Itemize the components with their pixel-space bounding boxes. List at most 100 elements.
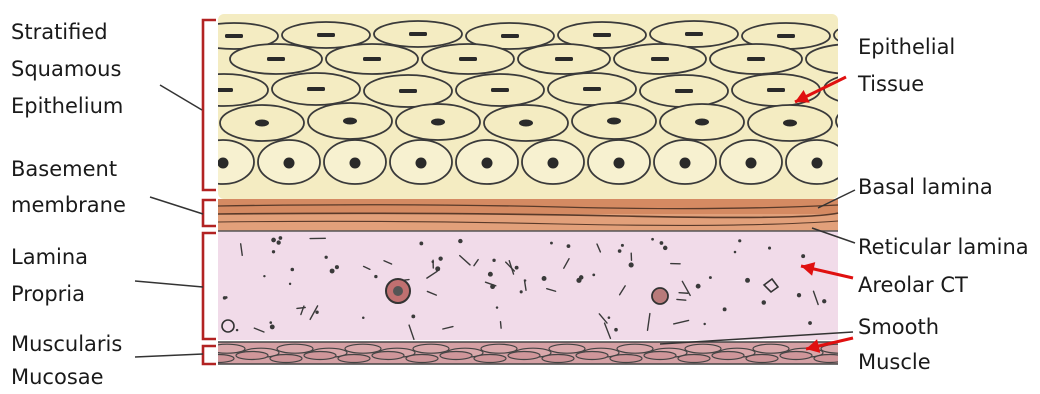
- tissue-speck: [419, 242, 423, 246]
- cell-nucleus: [871, 118, 885, 125]
- muscle-fiber: [617, 344, 653, 353]
- tissue-speck: [608, 316, 611, 319]
- cell-nucleus: [685, 32, 703, 36]
- tissue-speck: [362, 316, 365, 319]
- cell-nucleus: [482, 158, 493, 169]
- cell-nucleus: [399, 89, 417, 93]
- tissue-speck: [576, 278, 581, 283]
- label-basement-membrane: Basement membrane: [11, 157, 126, 218]
- epithelial-cell: [836, 103, 920, 139]
- tissue-speck: [263, 275, 265, 277]
- bracket: [203, 200, 216, 226]
- tissue-speck: [567, 244, 571, 248]
- cell-nucleus: [225, 34, 243, 38]
- tissue-speck: [822, 299, 826, 303]
- tissue-speck: [458, 239, 462, 243]
- cell-nucleus: [215, 88, 233, 92]
- label-line: Areolar CT: [858, 273, 968, 298]
- label-line: Mucosae: [11, 365, 122, 390]
- label-line: Tissue: [858, 72, 955, 97]
- tissue-speck: [269, 321, 272, 324]
- cell-nucleus: [491, 88, 509, 92]
- connective-cell: [652, 288, 668, 304]
- cell-nucleus: [548, 158, 559, 169]
- tissue-speck: [738, 239, 741, 242]
- leader-line: [150, 197, 203, 214]
- cell-nucleus: [812, 158, 823, 169]
- label-line: Muscle: [858, 350, 939, 375]
- muscle-fiber: [406, 354, 438, 362]
- tissue-speck: [762, 300, 766, 304]
- label-line: Lamina: [11, 245, 88, 270]
- tissue-speck: [277, 240, 281, 244]
- cell-nucleus: [555, 57, 573, 61]
- tissue-speck: [270, 324, 275, 329]
- cell-nucleus: [614, 158, 625, 169]
- tissue-speck: [289, 283, 291, 285]
- tissue-fiber: [500, 322, 501, 328]
- tissue-speck: [438, 256, 442, 260]
- cell-nucleus: [593, 33, 611, 37]
- cell-nucleus: [519, 120, 533, 127]
- cell-nucleus: [651, 57, 669, 61]
- tissue-speck: [696, 284, 701, 289]
- tissue-speck: [411, 315, 415, 319]
- cell-nucleus: [363, 57, 381, 61]
- cell-nucleus: [459, 57, 477, 61]
- tissue-speck: [374, 275, 377, 278]
- tissue-speck: [734, 251, 737, 254]
- muscle-fiber: [304, 351, 336, 359]
- label-line: Epithelial: [858, 35, 955, 60]
- tissue-speck: [272, 250, 275, 253]
- connective-cell-core: [393, 286, 403, 296]
- muscle-fiber: [576, 351, 608, 359]
- label-line: Basement: [11, 157, 126, 182]
- label-reticular-lamina: Reticular lamina: [858, 235, 1029, 260]
- label-areolar-ct: Areolar CT: [858, 273, 968, 298]
- tissue-speck: [614, 328, 618, 332]
- muscle-fiber: [270, 354, 302, 362]
- muscle-fiber: [644, 351, 676, 359]
- label-line: Basal lamina: [858, 175, 993, 200]
- muscle-fiber: [685, 344, 721, 353]
- tissue-speck: [335, 265, 339, 269]
- cell-nucleus: [746, 158, 757, 169]
- tissue-speck: [703, 323, 705, 325]
- tissue-speck: [236, 329, 238, 331]
- bracket: [203, 20, 216, 190]
- label-muscularis-mucosae: Muscularis Mucosae: [11, 332, 122, 390]
- label-epithelial-tissue: Epithelial Tissue: [858, 35, 955, 97]
- muscle-fiber: [202, 354, 234, 362]
- muscle-fiber: [338, 354, 370, 362]
- tissue-speck: [768, 247, 771, 250]
- tissue-speck: [315, 311, 318, 314]
- cell-nucleus: [501, 34, 519, 38]
- tissue-speck: [271, 238, 276, 243]
- muscle-fiber: [542, 354, 574, 362]
- label-line: Squamous: [11, 57, 123, 82]
- muscle-fiber: [345, 344, 381, 353]
- label-line: Smooth: [858, 315, 939, 340]
- label-line: membrane: [11, 193, 126, 218]
- tissue-speck: [279, 236, 283, 240]
- muscle-fiber: [814, 354, 846, 362]
- label-lamina-propria: Lamina Propria: [11, 245, 88, 307]
- cell-nucleus: [284, 158, 295, 169]
- muscle-fiber: [753, 344, 789, 353]
- cell-nucleus: [747, 57, 765, 61]
- leader-line: [135, 354, 203, 357]
- tissue-speck: [660, 241, 664, 245]
- cell-nucleus: [255, 120, 269, 127]
- cell-nucleus: [583, 87, 601, 91]
- cell-nucleus: [777, 34, 795, 38]
- tissue-speck: [225, 296, 228, 299]
- tissue-speck: [592, 273, 595, 276]
- label-line: Propria: [11, 282, 88, 307]
- cell-nucleus: [218, 158, 229, 169]
- tissue-speck: [801, 254, 805, 258]
- tissue-speck: [431, 261, 434, 264]
- cell-nucleus: [317, 33, 335, 37]
- tissue-speck: [542, 276, 547, 281]
- tissue-speck: [808, 321, 812, 325]
